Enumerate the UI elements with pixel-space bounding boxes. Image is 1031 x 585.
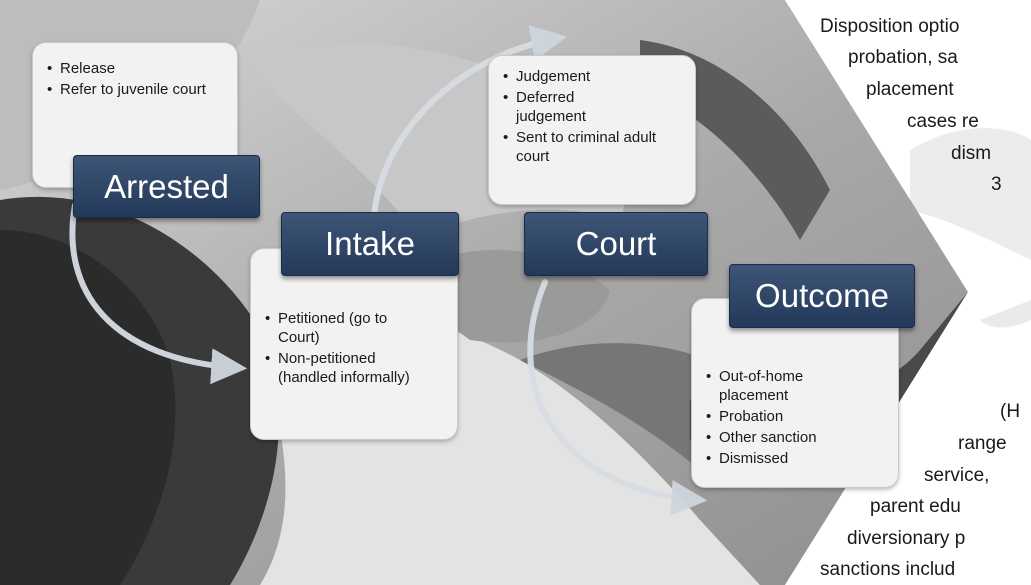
callout-line: diversionary p bbox=[847, 524, 965, 553]
stage-court-label: Court bbox=[576, 225, 657, 262]
callout-line: service, bbox=[924, 461, 989, 490]
stage-court: Court bbox=[524, 212, 708, 276]
arrow-court-to-outcome bbox=[530, 282, 700, 500]
stage-intake-label: Intake bbox=[325, 225, 415, 262]
stage-arrested-label: Arrested bbox=[104, 168, 229, 205]
stage-intake: Intake bbox=[281, 212, 459, 276]
outcome-item: Other sanction bbox=[706, 428, 884, 447]
stage-outcome-label: Outcome bbox=[755, 277, 889, 314]
intake-details-card: Petitioned (go to Court) Non-petitioned … bbox=[250, 248, 458, 440]
callout-line: placement bbox=[866, 75, 954, 104]
outcome-item: Out-of-home placement bbox=[706, 367, 839, 405]
court-item: Deferred judgement bbox=[503, 88, 626, 126]
court-details-card: Judgement Deferred judgement Sent to cri… bbox=[488, 55, 696, 205]
callout-line: 3 bbox=[991, 170, 1002, 199]
arrested-item: Refer to juvenile court bbox=[47, 80, 210, 99]
arrested-item: Release bbox=[47, 59, 223, 78]
callout-line: parent edu bbox=[870, 492, 961, 521]
stage-outcome: Outcome bbox=[729, 264, 915, 328]
callout-line: cases re bbox=[907, 107, 979, 136]
intake-item: Non-petitioned (handled informally) bbox=[265, 349, 418, 387]
intake-item: Petitioned (go to Court) bbox=[265, 309, 408, 347]
outcome-item: Probation bbox=[706, 407, 884, 426]
callout-line: (H bbox=[1000, 397, 1020, 426]
callout-line: Disposition optio bbox=[820, 12, 959, 41]
callout-line: probation, sa bbox=[848, 43, 958, 72]
outcome-item: Dismissed bbox=[706, 449, 884, 468]
callout-line: sanctions includ bbox=[820, 555, 955, 584]
stage-arrested: Arrested bbox=[73, 155, 260, 218]
callout-line: range bbox=[958, 429, 1007, 458]
court-item: Sent to criminal adult court bbox=[503, 128, 686, 166]
arrow-arrested-to-intake bbox=[72, 205, 240, 368]
callout-line: dism bbox=[951, 139, 991, 168]
court-item: Judgement bbox=[503, 67, 681, 86]
